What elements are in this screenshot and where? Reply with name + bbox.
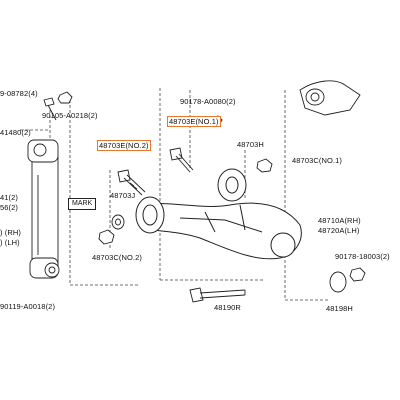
bolt-48190r — [189, 287, 246, 303]
part-label: 48720A(LH) — [318, 226, 360, 235]
knuckle-top-right — [299, 80, 361, 116]
part-label: 56(2) — [0, 203, 19, 212]
bolt-48703e-no1 — [169, 147, 194, 173]
part-label: ) (RH) — [0, 228, 22, 237]
nut-48703c-no1 — [256, 158, 273, 173]
lower-arm — [135, 168, 302, 260]
part-label: 48703J — [110, 191, 136, 200]
part-label: 48703C(NO.2) — [92, 253, 142, 262]
part-label: 48703H — [237, 140, 264, 149]
nut-9-08782 — [57, 91, 73, 104]
washer-48703j — [111, 214, 125, 230]
part-label: 90178-A0080(2) — [180, 97, 236, 106]
bolt-48703e-no2 — [117, 169, 146, 196]
part-label: 90105-A0218(2) — [42, 111, 98, 120]
bolt-90105 — [43, 97, 57, 121]
part-label: 48198H — [326, 304, 353, 313]
part-label: 48190R — [214, 303, 241, 312]
nut-48703c-no2 — [98, 229, 115, 245]
part-label-highlighted[interactable]: 48703E(NO.1) — [167, 116, 221, 127]
shock-absorber — [27, 139, 60, 279]
mark-box: MARK — [68, 198, 97, 210]
part-label: 41480(2) — [0, 128, 31, 137]
part-label: 90178-18003(2) — [335, 252, 390, 261]
part-label: 48710A(RH) — [318, 216, 361, 225]
part-label: ) (LH) — [0, 238, 20, 247]
part-label: 48703C(NO.1) — [292, 156, 342, 165]
part-label: 9-08782(4) — [0, 89, 38, 98]
part-48198h — [329, 267, 366, 293]
part-label: 41(2) — [0, 193, 19, 202]
part-label: 90119-A0018(2) — [0, 302, 56, 311]
part-label-highlighted[interactable]: 48703E(NO.2) — [97, 140, 151, 151]
